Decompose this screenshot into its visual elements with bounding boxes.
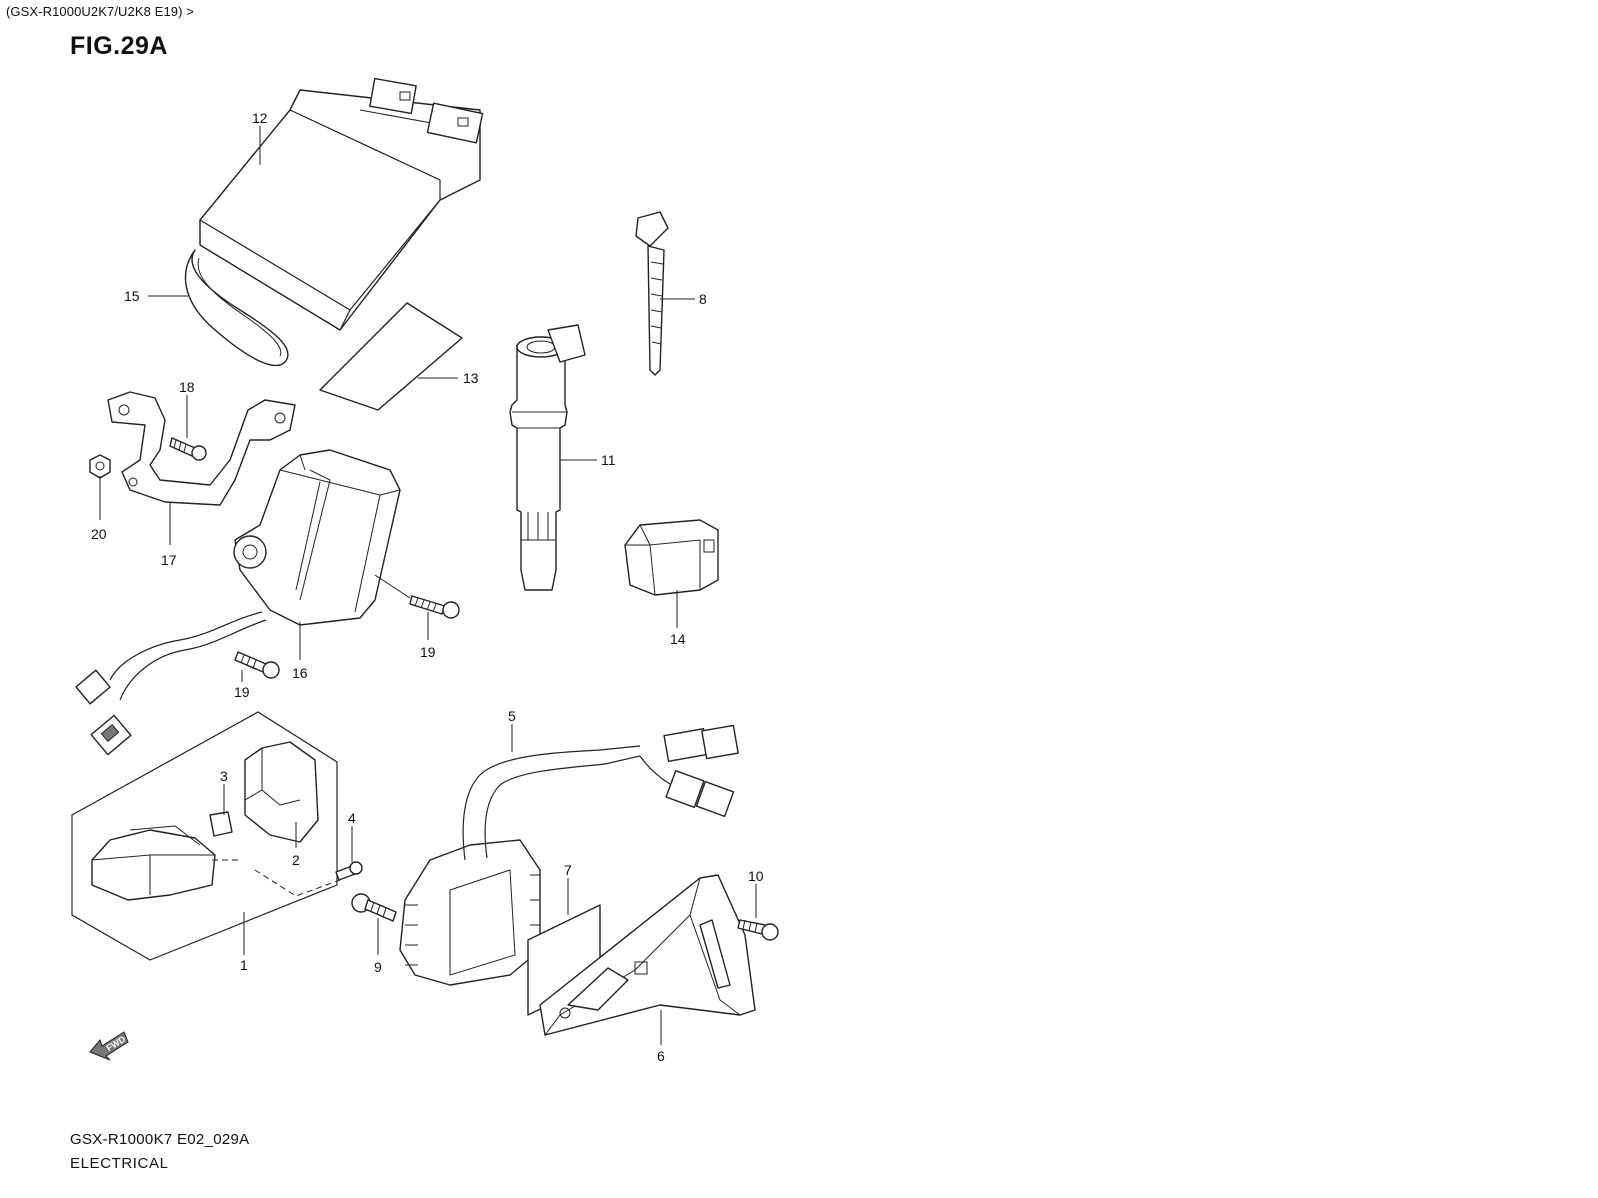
part-19-bolt-left[interactable] — [234, 651, 280, 679]
part-5-regulator[interactable] — [399, 724, 739, 986]
callout-19-left[interactable]: 19 — [234, 684, 250, 700]
part-6-bracket[interactable] — [539, 874, 756, 1036]
callout-4[interactable]: 4 — [348, 810, 356, 826]
part-10-bolt[interactable] — [737, 919, 779, 941]
part-9-bolt[interactable] — [351, 893, 397, 922]
figure-title: FIG.29A — [70, 32, 168, 60]
part-8-cable-tie[interactable] — [635, 211, 669, 376]
part-4-bolt[interactable] — [335, 861, 363, 881]
part-19-bolt-right[interactable] — [409, 595, 460, 619]
callout-20[interactable]: 20 — [91, 526, 107, 542]
part-13-pad[interactable] — [319, 302, 463, 411]
callout-11[interactable]: 11 — [601, 452, 616, 468]
callout-7[interactable]: 7 — [564, 862, 572, 878]
callout-10[interactable]: 10 — [748, 868, 764, 884]
fwd-arrow: FWD — [89, 1031, 129, 1061]
part-12-ecm[interactable] — [199, 77, 484, 331]
callout-18[interactable]: 18 — [179, 379, 195, 395]
callout-6[interactable]: 6 — [657, 1048, 665, 1064]
callout-9[interactable]: 9 — [374, 959, 382, 975]
callout-3[interactable]: 3 — [220, 768, 228, 784]
callout-2[interactable]: 2 — [292, 852, 300, 868]
callout-8[interactable]: 8 — [699, 291, 707, 307]
callout-1[interactable]: 1 — [240, 957, 248, 973]
part-11-ignition-coil[interactable] — [509, 324, 586, 591]
callout-labels: 12 15 13 8 18 20 17 11 14 19 19 16 5 3 4… — [91, 110, 764, 1064]
callout-15[interactable]: 15 — [124, 288, 140, 304]
part-15-band[interactable] — [184, 249, 289, 367]
callout-19-right[interactable]: 19 — [420, 644, 436, 660]
part-14-relay[interactable] — [624, 519, 719, 596]
part-18-bolt[interactable] — [169, 437, 207, 461]
model-breadcrumb[interactable]: (GSX-R1000U2K7/U2K8 E19) > — [6, 4, 194, 19]
part-16-control-unit[interactable] — [75, 449, 401, 756]
diagram-code: GSX-R1000K7 E02_029A — [70, 1131, 250, 1148]
section-name: ELECTRICAL — [70, 1155, 169, 1172]
part-1-starter-relay-kit[interactable] — [71, 711, 341, 961]
part-20-nut[interactable] — [89, 454, 111, 479]
callout-12[interactable]: 12 — [252, 110, 268, 126]
callout-16[interactable]: 16 — [292, 665, 308, 681]
callout-14[interactable]: 14 — [670, 631, 686, 647]
callout-13[interactable]: 13 — [463, 370, 479, 386]
callout-17[interactable]: 17 — [161, 552, 177, 568]
part-17-bracket[interactable] — [107, 391, 296, 506]
leader-lines — [99, 126, 757, 1045]
callout-5[interactable]: 5 — [508, 708, 516, 724]
